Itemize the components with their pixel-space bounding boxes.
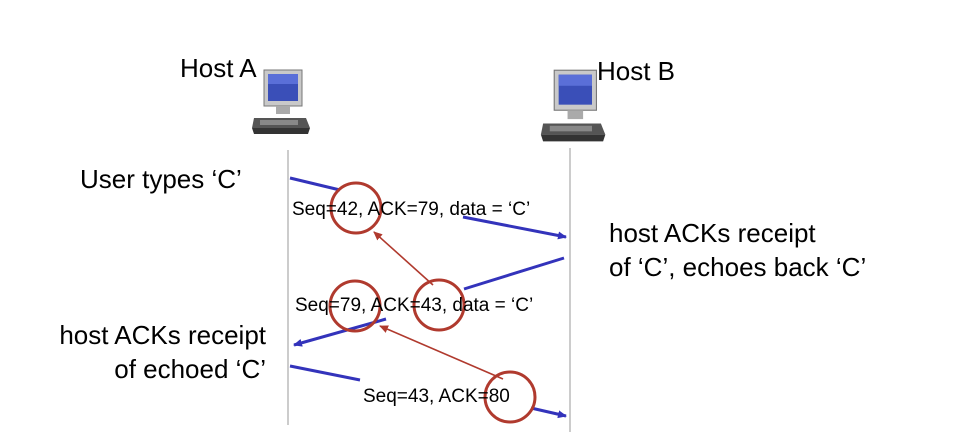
- highlight-circle-ack80: [483, 370, 537, 424]
- host-a-ack-line2: of echoed ‘C’: [114, 354, 266, 384]
- message-arrow-1: [289, 176, 567, 240]
- desktop-computer-icon: [252, 69, 310, 134]
- message-arrow-3: [289, 364, 567, 419]
- host-b-ack-annotation: host ACKs receipt of ‘C’, echoes back ‘C…: [609, 216, 866, 284]
- message-label-3: Seq=43, ACK=80: [363, 386, 510, 407]
- message-label-1: Seq=42, ACK=79, data = ‘C’: [292, 199, 531, 220]
- host-b-ack-line1: host ACKs receipt: [609, 218, 816, 248]
- message-arrow-2: [293, 256, 565, 347]
- host-a-label: Host A: [180, 53, 257, 83]
- message-label-2: Seq=79, ACK=43, data = ‘C’: [295, 295, 534, 316]
- host-a-ack-line1: host ACKs receipt: [59, 320, 266, 350]
- host-b-label: Host B: [597, 56, 676, 86]
- highlight-circle-seq42: [329, 181, 383, 235]
- desktop-computer-icon: [540, 69, 606, 142]
- relation-arrow-ack43-to-seq42: [373, 231, 434, 286]
- relation-arrow-ack80-to-seq79: [379, 325, 504, 380]
- host-a-ack-annotation: host ACKs receipt of echoed ‘C’: [30, 318, 266, 386]
- highlight-circle-ack43: [412, 278, 466, 332]
- user-types-annotation: User types ‘C’: [80, 164, 242, 194]
- highlight-circle-seq79: [328, 279, 382, 333]
- host-b-ack-line2: of ‘C’, echoes back ‘C’: [609, 252, 867, 282]
